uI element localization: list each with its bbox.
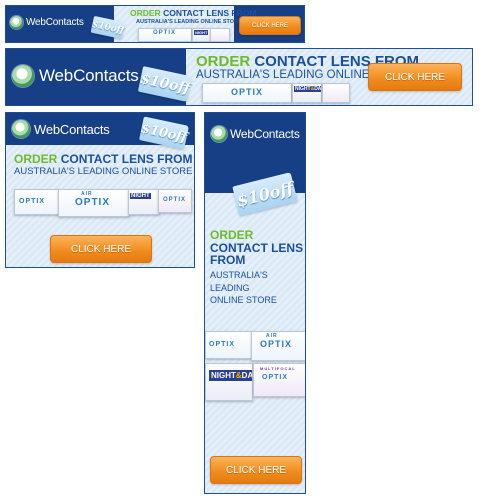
product-box-air: OPTIX (205, 331, 253, 359)
headline-order: ORDER (210, 228, 254, 242)
product-box-nightday: NIGHT&DAY (292, 83, 322, 103)
discount-tag-text: $10off (138, 70, 192, 98)
product-multifocal: MULTIFOCAL (260, 366, 296, 371)
product-nightday: NIGHT&DAY (294, 86, 321, 92)
product-box-optix: OPTIX (138, 28, 192, 42)
subheadline: AUSTRALIA'S LEADING ONLINE STORE (14, 166, 193, 177)
subheadline: AUSTRALIA'S LEADING ONLINE STORE (196, 69, 413, 81)
product-box-optix: AIR OPTIX (58, 189, 130, 217)
product-box-nightday: NIGHT (192, 28, 211, 42)
product-box-multifocal (322, 83, 350, 103)
product-air: AIR (266, 333, 278, 339)
banner-square[interactable]: WebContacts $10off ORDER CONTACT LENS FR… (5, 112, 195, 268)
logo-text: WebContacts (230, 127, 300, 141)
headline-order: ORDER (130, 8, 161, 18)
product-box-nightday: NIGHT&DAY (205, 363, 253, 401)
product-box-multifocal: MULTIFOCAL OPTIX (253, 363, 305, 397)
product-brand: OPTIX (75, 197, 111, 208)
logo-icon (12, 120, 30, 138)
click-here-button[interactable]: CLICK HERE (368, 63, 462, 91)
product-nightday: NIGHT (130, 193, 151, 199)
product-box-optix: OPTIX (202, 83, 292, 103)
product-box-multifocal (210, 28, 230, 42)
logo-icon (12, 65, 34, 87)
product-brand: OPTIX (209, 341, 236, 348)
banner-skyscraper[interactable]: WebContacts $10off ORDER CONTACT LENS FR… (204, 112, 306, 494)
click-here-button[interactable]: CLICK HERE (239, 16, 301, 35)
product-brand: OPTIX (19, 198, 46, 205)
headline-order: ORDER (14, 152, 58, 166)
headline-order: ORDER (196, 53, 251, 70)
headline-rest: CONTACT LENS FROM (163, 8, 257, 18)
product-box-nightday: NIGHT (128, 189, 160, 215)
product-brand: OPTIX (163, 197, 187, 203)
headline: ORDER CONTACT LENS FROM (130, 9, 256, 18)
discount-tag-text: $10off (139, 120, 189, 146)
product-box-optix: AIR OPTIX (251, 331, 305, 361)
product-air: AIR (81, 191, 93, 197)
product-brand: OPTIX (262, 374, 289, 381)
product-nightday: NIGHT&DAY (209, 370, 252, 381)
subheadline: AUSTRALIA'S LEADING ONLINE STORE (136, 19, 242, 25)
discount-tag-text: $10off (91, 19, 125, 36)
logo-icon (211, 126, 227, 142)
headline: ORDER CONTACT LENS FROM (210, 229, 304, 267)
logo[interactable]: WebContacts (211, 126, 300, 142)
product-box-multifocal: OPTIX (158, 189, 192, 213)
logo[interactable]: WebContacts (10, 16, 84, 29)
click-here-button[interactable]: CLICK HERE (210, 456, 302, 484)
product-nightday: NIGHT (194, 30, 209, 35)
banner-wide[interactable]: WebContacts $10off ORDER CONTACT LENS FR… (5, 48, 473, 106)
logo-icon (10, 16, 23, 29)
logo-text: WebContacts (34, 121, 110, 137)
subheadline: AUSTRALIA'S LEADING ONLINE STORE (210, 270, 277, 306)
product-box-air: OPTIX (14, 189, 60, 215)
headline-rest: CONTACT LENS FROM (210, 240, 304, 268)
logo[interactable]: WebContacts (12, 120, 110, 138)
click-here-button[interactable]: CLICK HERE (50, 235, 152, 263)
product-brand: OPTIX (260, 339, 293, 349)
logo-text: WebContacts (26, 17, 84, 28)
headline: ORDER CONTACT LENS FROM (14, 153, 192, 166)
logo-text: WebContacts (39, 66, 139, 85)
logo[interactable]: WebContacts (12, 65, 139, 87)
headline-rest: CONTACT LENS FROM (60, 152, 193, 166)
banner-strip[interactable]: WebContacts $10off ORDER CONTACT LENS FR… (5, 5, 305, 43)
product-brand: OPTIX (231, 87, 264, 97)
product-brand: OPTIX (153, 30, 177, 36)
